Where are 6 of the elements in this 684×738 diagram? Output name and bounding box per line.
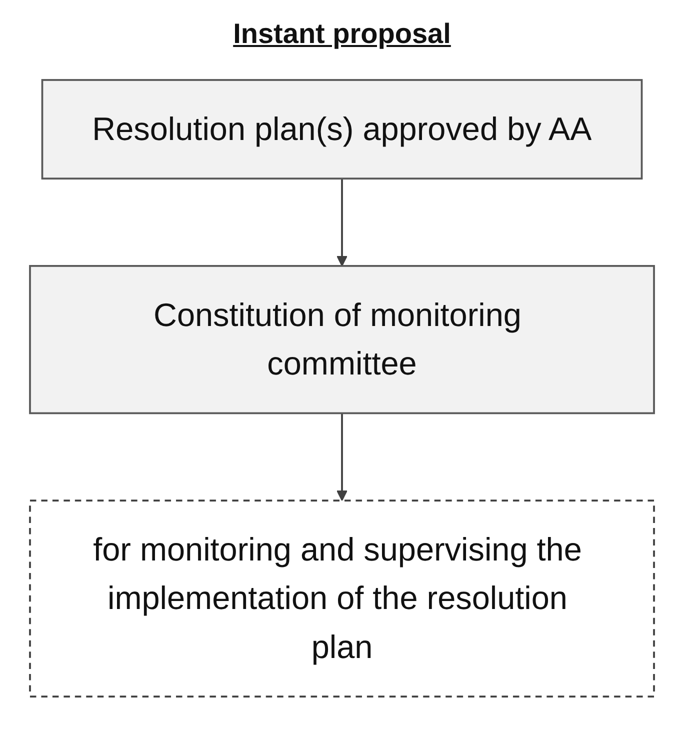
arrow <box>336 413 348 502</box>
diagram-title: Instant proposal <box>233 18 451 49</box>
arrow <box>336 178 348 266</box>
node-box: Constitution of monitoring committee <box>29 265 655 414</box>
node-box: Resolution plan(s) approved by AA <box>41 79 643 180</box>
node-box: for monitoring and supervising the implementation of the resolution plan <box>29 500 655 698</box>
